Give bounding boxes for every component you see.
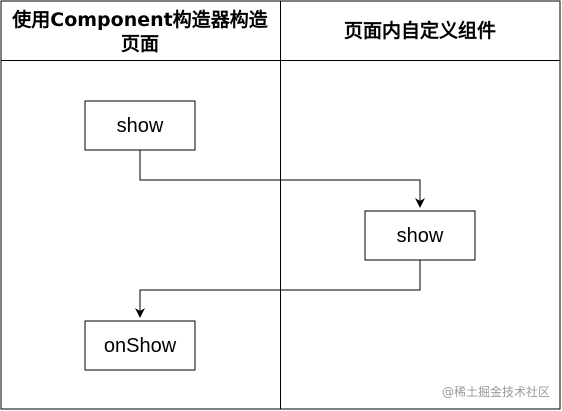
connector-show-to-onshow [135, 260, 421, 318]
lane-2-title: 页面内自定义组件 [344, 19, 496, 42]
node-page-onshow-label: onShow [104, 335, 177, 357]
lane-1-title-line-2: 页面 [121, 33, 159, 55]
node-page-show[interactable]: show [84, 100, 196, 151]
lane-1-title-line-1: 使用Component构造器构造 [11, 8, 268, 31]
watermark: @稀土掘金技术社区 [442, 384, 550, 399]
node-page-show-label: show [117, 115, 164, 137]
connector-show-to-show [139, 150, 425, 208]
node-component-show-label: show [397, 225, 444, 247]
node-page-onshow[interactable]: onShow [84, 320, 196, 371]
node-component-show[interactable]: show [364, 210, 476, 261]
